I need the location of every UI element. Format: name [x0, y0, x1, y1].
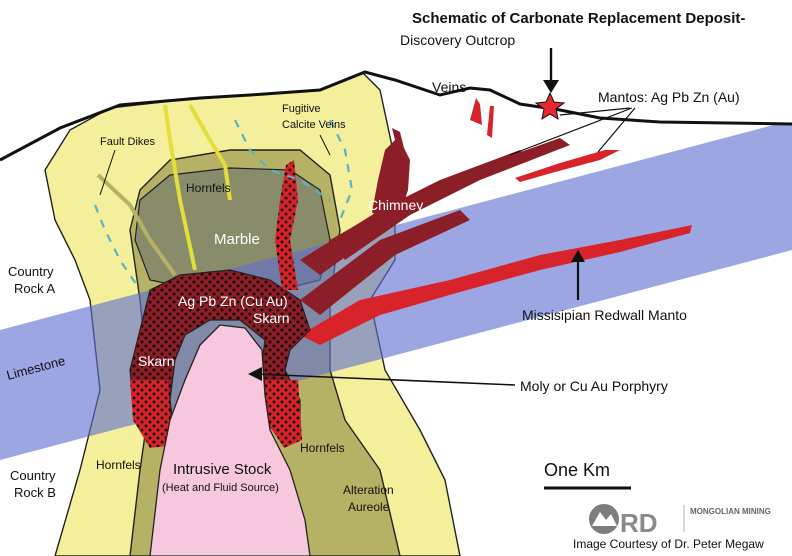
discovery-arrow-head [543, 80, 559, 93]
arrows [99, 48, 636, 386]
label-fugitive-1: Fugitive [282, 103, 321, 115]
redwall-arrow-head [571, 250, 585, 262]
label-chimney: Chimney [368, 197, 423, 213]
mantos-leader-1 [559, 107, 631, 116]
credit-courtesy: Image Courtesy of Dr. Peter Megaw [573, 537, 764, 551]
manto-lower-branch [300, 210, 470, 315]
calcite-veins-mid [234, 119, 331, 201]
label-fault-dikes: Fault Dikes [100, 136, 156, 148]
title-heading: Schematic of Carbonate Replacement Depos… [412, 10, 745, 27]
manto-surface-veins [470, 98, 494, 138]
label-mantos: Mantos: Ag Pb Zn (Au) [598, 89, 740, 105]
label-hornfels-right: Hornfels [300, 441, 345, 455]
label-country-b-1: Country [10, 468, 56, 483]
label-hornfels-left: Hornfels [96, 458, 141, 472]
label-skarn-main-1: Ag Pb Zn (Cu Au) [178, 293, 288, 309]
manto-upper-branch [300, 150, 525, 275]
label-intrusive-2: (Heat and Fluid Source) [162, 482, 279, 494]
label-country-b-2: Rock B [14, 485, 56, 500]
label-alteration-1: Alteration [343, 483, 394, 497]
label-skarn-main-2: Skarn [253, 310, 290, 326]
label-porphyry: Moly or Cu Au Porphyry [520, 378, 668, 394]
label-intrusive-1: Intrusive Stock [173, 461, 272, 478]
label-scale: One Km [544, 460, 610, 480]
label-fugitive-2: Calcite Veins [282, 119, 346, 131]
logo-text: RD [620, 508, 658, 538]
fault-dike-1 [96, 173, 177, 277]
surface-profile [0, 70, 792, 162]
skarn-feeder [275, 160, 298, 290]
mantos-leader-3 [597, 107, 636, 153]
label-hornfels-top: Hornfels [186, 181, 231, 195]
mantos-leader-2 [509, 107, 633, 156]
skarn-ore-left [130, 380, 176, 448]
label-skarn-left: Skarn [138, 353, 175, 369]
logo-peaks-icon [592, 512, 617, 526]
logo-company: MONGOLIAN MINING [690, 507, 771, 516]
porphyry-arrow [254, 373, 516, 386]
manto-upper-lens [515, 150, 620, 182]
label-marble: Marble [214, 231, 260, 248]
title-subheading: Discovery Outcrop [400, 32, 515, 48]
fault-dike-3 [188, 104, 232, 201]
discovery-star-icon [534, 91, 566, 121]
credit-logo: RD MONGOLIAN MINING Image Courtesy of Dr… [573, 504, 771, 551]
manto-redwall [300, 225, 692, 345]
label-country-a-1: Country [8, 264, 54, 279]
intrusive-stock [149, 324, 311, 556]
calcite-veins-right [329, 119, 354, 221]
label-alteration-2: Aureole [348, 500, 390, 514]
label-country-a-2: Rock A [14, 281, 56, 296]
porphyry-arrow-head [248, 367, 262, 381]
label-veins: Veins [432, 79, 466, 95]
fault-dike-2 [163, 104, 197, 271]
fugitive-leader [319, 134, 331, 156]
skarn-ore-right [265, 380, 302, 448]
label-redwall: Missisipian Redwall Manto [522, 307, 687, 323]
fault-dikes-leader [99, 149, 116, 196]
